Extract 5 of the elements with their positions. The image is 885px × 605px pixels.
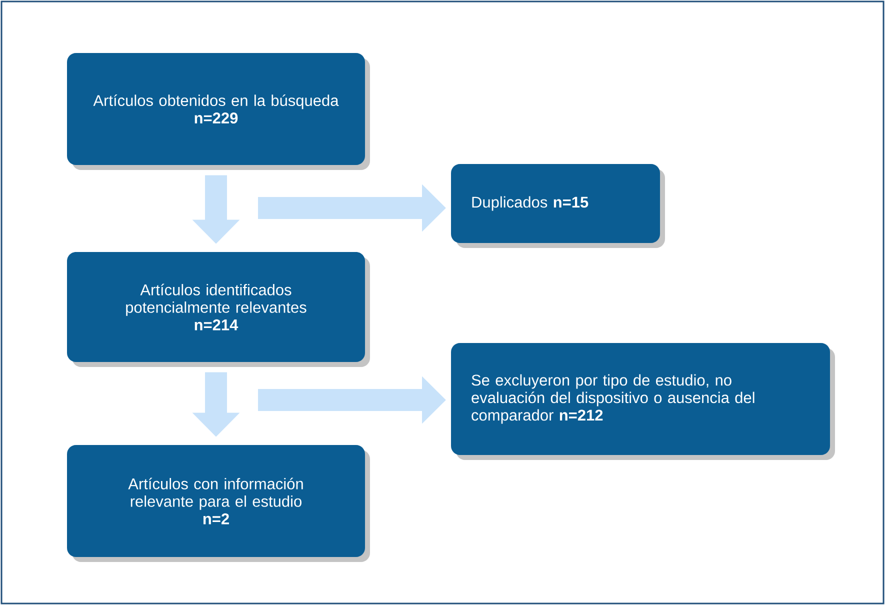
process-box: Artículos con información relevante para el estudio n=2 — [67, 445, 370, 562]
process-box: Artículos obtenidos en la búsqueda n=229 — [67, 53, 370, 170]
process-box: Artículos identificados potencialmente relevantes n=214 — [67, 252, 370, 367]
process-box: Duplicados n=15 — [451, 164, 665, 248]
process-box: Se excluyeron por tipo de estudio, no evaluación del dispositivo o ausencia del comparador n=212 — [451, 343, 835, 460]
